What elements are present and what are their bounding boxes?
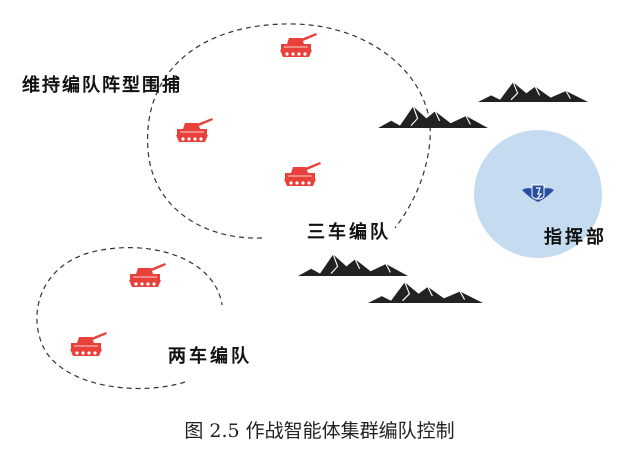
tank-icon [175, 117, 214, 143]
mountain-icon [367, 281, 484, 304]
mountain-icon [477, 81, 589, 103]
two-formation-boundary [36, 247, 223, 390]
tank-icon [283, 161, 322, 187]
mountain-icon [377, 105, 489, 129]
command-label: 指挥部 [544, 226, 607, 248]
tank-icon [279, 32, 318, 58]
tank-icon [128, 262, 167, 288]
two-formation-label: 两车编队 [168, 345, 252, 367]
mountain-icon [297, 253, 409, 277]
tank-icon [69, 331, 108, 357]
formation-goal-label: 维持编队阵型围捕 [22, 74, 182, 96]
figure-caption: 图 2.5 作战智能体集群编队控制 [184, 420, 455, 442]
three-formation-label: 三车编队 [307, 221, 391, 243]
command-emblem-icon [522, 184, 554, 202]
three-formation-boundary [147, 23, 431, 239]
